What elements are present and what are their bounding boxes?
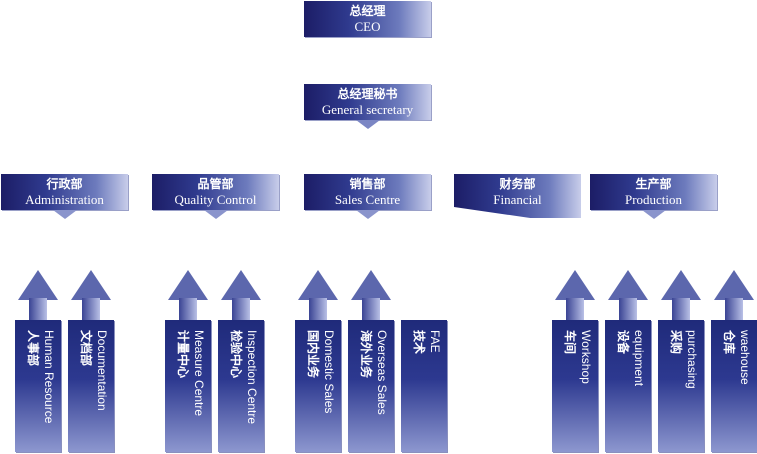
dept-pointer — [355, 210, 380, 219]
arrow-head — [168, 270, 208, 300]
secretary-title-en: General secretary — [321, 102, 414, 117]
unit-label-cn: 海外业务 — [359, 330, 373, 379]
dept-financial: 财务部 Financial — [454, 174, 581, 218]
unit-text: Domestic Sales 国内业务 — [295, 320, 341, 452]
dept-pointer — [641, 210, 666, 219]
arrow-shaft — [566, 298, 584, 322]
dept-label-en: Financial — [493, 192, 542, 207]
unit-label-en: Domestic Sales — [322, 330, 336, 414]
unit-label-en: Documentation — [95, 330, 109, 411]
arrow-shaft — [82, 298, 100, 322]
dept-label-cn: 销售部 — [349, 177, 386, 191]
arrow-shaft — [29, 298, 47, 322]
dept-label-en: Administration — [25, 192, 104, 207]
dept-label-cn: 财务部 — [499, 177, 536, 191]
unit-purchasing: purchasing 采购 — [658, 320, 704, 452]
arrow-shaft — [309, 298, 327, 322]
unit-label-en: Overseas Sales — [375, 330, 389, 415]
unit-warehouse: waehouse 仓库 — [711, 320, 757, 452]
ceo-title-en: CEO — [354, 19, 381, 34]
unit-text: Inspection Centre 检验中心 — [218, 320, 264, 452]
arrow-head — [714, 270, 754, 300]
unit-text: Measure Centre 计量中心 — [165, 320, 211, 452]
unit-equipment: equipment 设备 — [605, 320, 651, 452]
arrow-shaft — [232, 298, 250, 322]
unit-label-en: purchasing — [685, 330, 699, 389]
unit-text: Documentation 文档部 — [68, 320, 114, 452]
unit-text: Human Resource 人事部 — [15, 320, 61, 452]
unit-documentation: Documentation 文档部 — [68, 320, 114, 452]
unit-label-cn: 文档部 — [79, 330, 93, 367]
unit-label-cn: 计量中心 — [176, 330, 190, 379]
unit-label-cn: 采购 — [669, 330, 683, 355]
unit-text: FAE 技术 — [401, 320, 447, 452]
unit-inspection-centre: Inspection Centre 检验中心 — [218, 320, 264, 452]
dept-label-en: Quality Control — [174, 192, 257, 207]
unit-label-cn: 国内业务 — [306, 330, 320, 379]
unit-fae: FAE 技术 — [401, 320, 447, 452]
unit-label-cn: 人事部 — [26, 330, 40, 367]
dept-production: 生产部 Production — [590, 174, 717, 219]
arrow-head — [555, 270, 595, 300]
unit-label-en: equipment — [632, 330, 646, 387]
unit-text: waehouse 仓库 — [711, 320, 757, 452]
unit-text: Workshop 车间 — [552, 320, 598, 452]
dept-label-en: Production — [624, 192, 683, 207]
dept-sales-centre: 销售部 Sales Centre — [304, 174, 431, 219]
unit-text: Overseas Sales 海外业务 — [348, 320, 394, 452]
dept-label-en: Sales Centre — [334, 192, 401, 207]
arrow-shaft — [362, 298, 380, 322]
unit-human-resource: Human Resource 人事部 — [15, 320, 61, 452]
unit-label-cn: 检验中心 — [229, 330, 243, 379]
unit-label-en: FAE — [428, 330, 442, 353]
unit-label-cn: 设备 — [616, 330, 630, 355]
arrow-shaft — [725, 298, 743, 322]
arrow-head — [71, 270, 111, 300]
dept-label-cn: 生产部 — [635, 177, 672, 191]
unit-label-en: Human Resource — [42, 330, 56, 424]
arrow-head — [298, 270, 338, 300]
unit-label-cn: 技术 — [412, 330, 426, 355]
arrow-shaft — [619, 298, 637, 322]
unit-label-en: Workshop — [579, 330, 593, 384]
secretary-box: 总经理秘书 General secretary — [304, 84, 431, 129]
unit-measure-centre: Measure Centre 计量中心 — [165, 320, 211, 452]
dept-pointer — [203, 210, 228, 219]
arrow-head — [661, 270, 701, 300]
arrow-head — [351, 270, 391, 300]
unit-label-en: Measure Centre — [192, 330, 206, 417]
unit-workshop: Workshop 车间 — [552, 320, 598, 452]
unit-overseas-sales: Overseas Sales 海外业务 — [348, 320, 394, 452]
dept-label-cn: 品管部 — [197, 177, 234, 191]
unit-domestic-sales: Domestic Sales 国内业务 — [295, 320, 341, 452]
arrow-head — [221, 270, 261, 300]
ceo-title-cn: 总经理 — [349, 4, 386, 18]
dept-quality-control: 品管部 Quality Control — [152, 174, 279, 219]
secretary-title-cn: 总经理秘书 — [337, 87, 398, 101]
arrow-head — [608, 270, 648, 300]
unit-label-en: Inspection Centre — [245, 330, 259, 425]
ceo-box: 总经理 CEO — [304, 1, 431, 37]
secretary-pointer — [355, 120, 380, 129]
dept-label-cn: 行政部 — [46, 177, 83, 191]
unit-label-en: waehouse — [738, 330, 752, 385]
unit-label-cn: 车间 — [563, 330, 577, 355]
arrow-shaft — [179, 298, 197, 322]
unit-label-cn: 仓库 — [722, 330, 736, 355]
unit-text: equipment 设备 — [605, 320, 651, 452]
arrow-shaft — [672, 298, 690, 322]
arrow-head — [18, 270, 58, 300]
dept-pointer — [52, 210, 77, 219]
unit-text: purchasing 采购 — [658, 320, 704, 452]
dept-administration: 行政部 Administration — [1, 174, 128, 219]
